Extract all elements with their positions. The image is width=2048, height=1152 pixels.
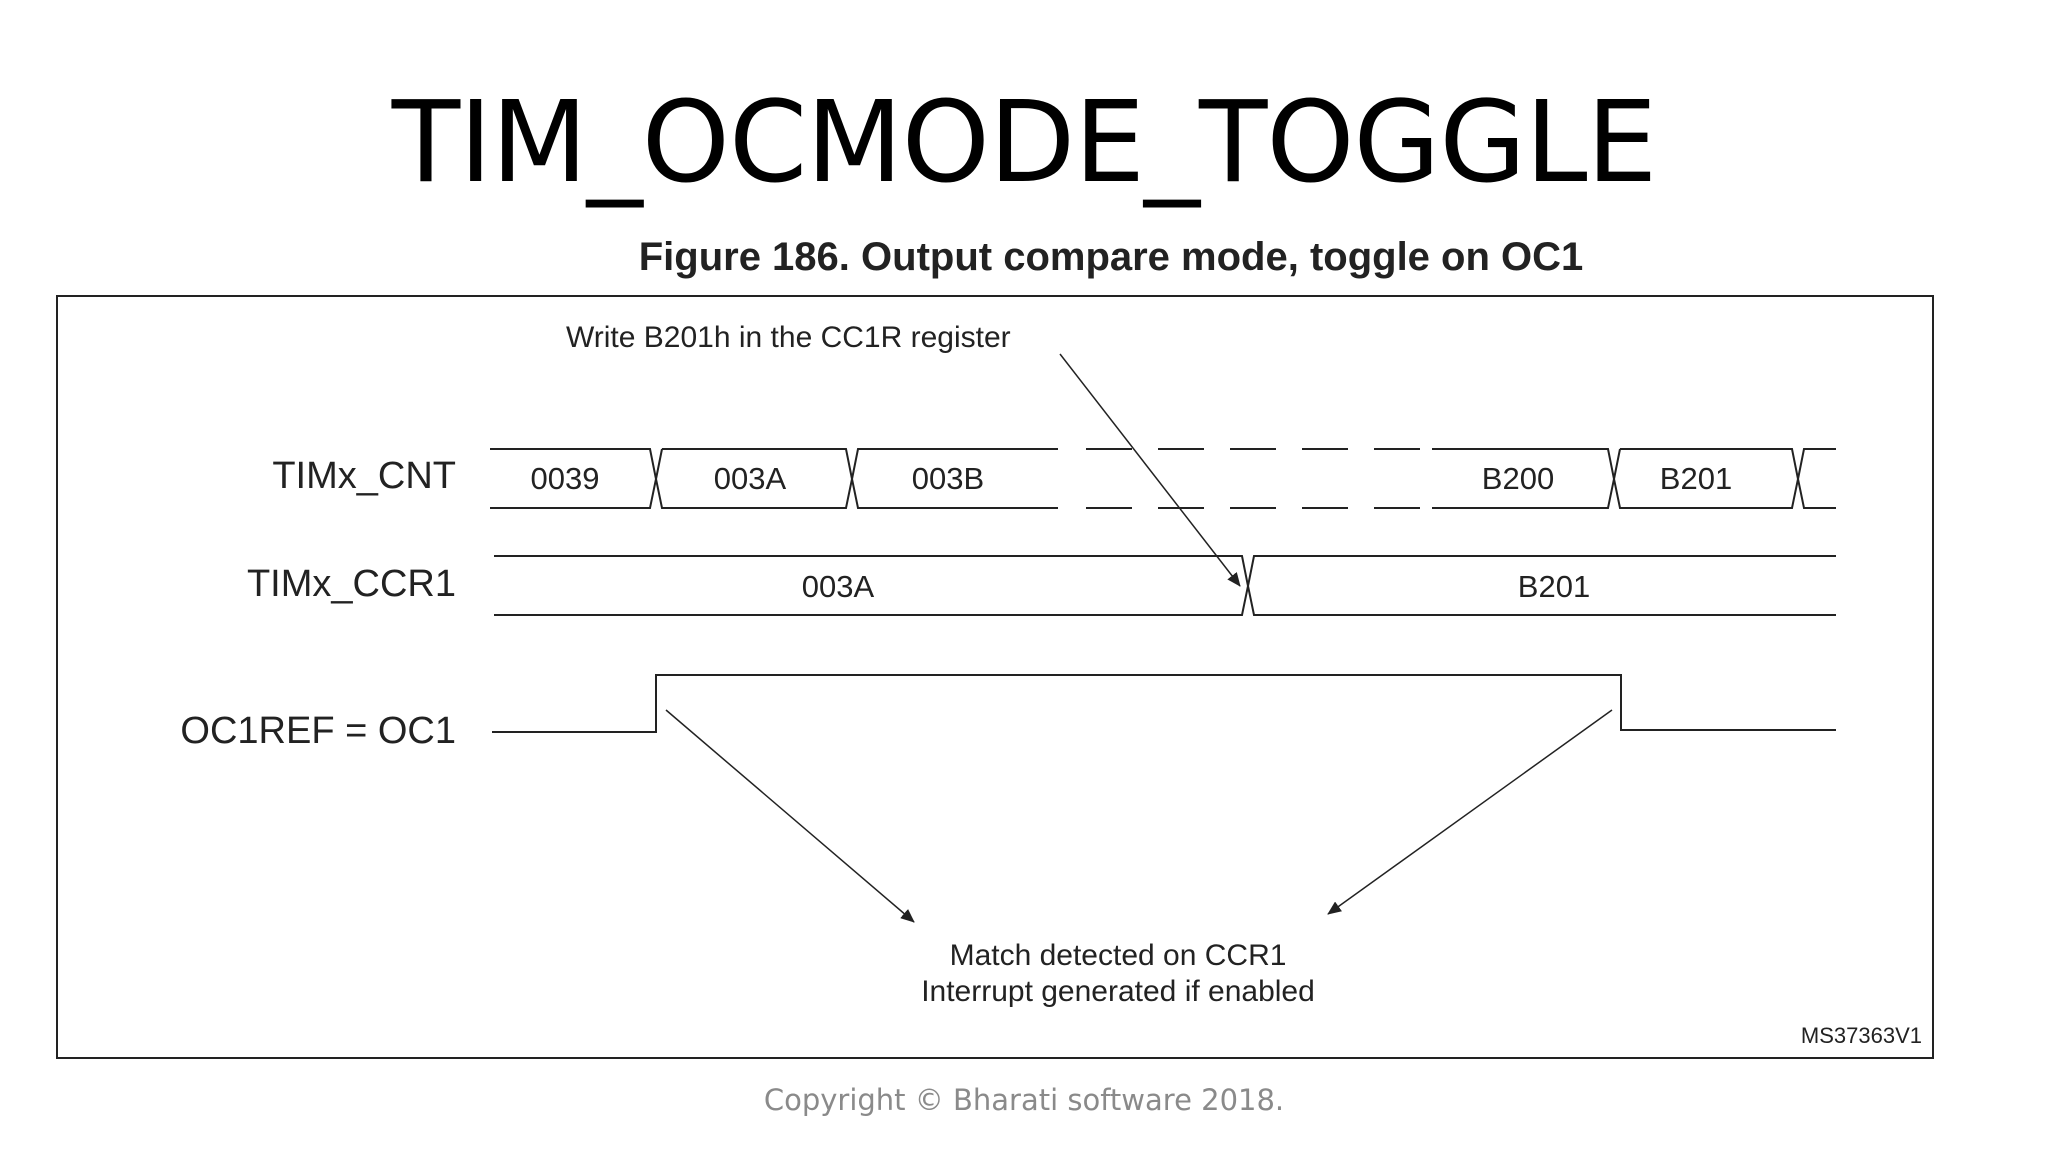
cnt-value-4: B201 <box>1660 461 1732 496</box>
annotation-match-line1: Match detected on CCR1 <box>950 939 1287 972</box>
cnt-value-0: 0039 <box>531 461 600 496</box>
signal-label-cnt: TIMx_CNT <box>272 455 456 497</box>
write-arrow <box>1059 353 1241 587</box>
cnt-value-3: B200 <box>1482 461 1554 496</box>
copyright-footer: Copyright © Bharati software 2018. <box>763 1083 1285 1117</box>
cnt-bus <box>490 448 1836 509</box>
ccr1-value-0: 003A <box>802 569 875 604</box>
figure-frame <box>56 295 1934 1059</box>
slide-title: TIM_OCMODE_TOGGLE <box>391 78 1658 208</box>
figure-ref-code: MS37363V1 <box>1801 1023 1922 1048</box>
annotation-write: Write B201h in the CC1R register <box>566 321 1011 354</box>
cnt-value-1: 003A <box>714 461 787 496</box>
signal-label-ccr1: TIMx_CCR1 <box>247 563 456 605</box>
annotation-match-line2: Interrupt generated if enabled <box>921 975 1315 1008</box>
ccr1-value-1: B201 <box>1518 569 1590 604</box>
ccr1-bus <box>494 555 1836 616</box>
signal-label-oc1: OC1REF = OC1 <box>180 710 456 752</box>
cnt-value-2: 003B <box>912 461 984 496</box>
figure-caption: Figure 186. Output compare mode, toggle … <box>638 235 1584 279</box>
match-arrow-left <box>665 709 915 923</box>
match-arrow-right <box>1327 709 1613 915</box>
oc1-waveform <box>492 674 1836 733</box>
